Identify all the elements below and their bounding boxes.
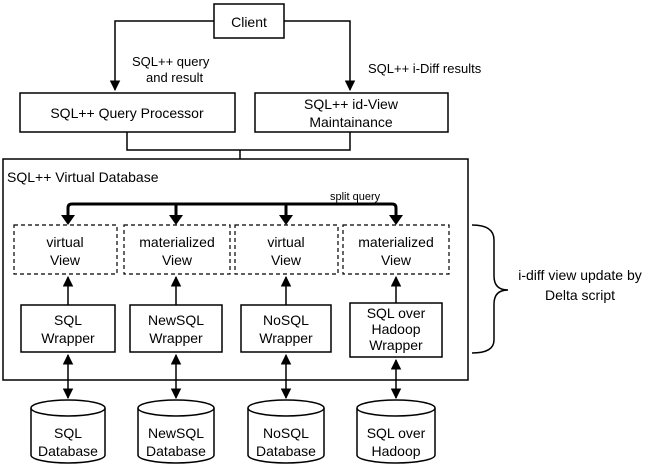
database-2-line-1: NewSQL <box>148 425 204 441</box>
database-4-line-1: SQL over <box>367 425 426 441</box>
brace-label-line-1: i-diff view update by <box>518 267 641 283</box>
split-arrowhead-4 <box>389 215 403 225</box>
processor-merge-line <box>126 132 351 151</box>
virtual-database-label: SQL++ Virtual Database <box>7 169 159 185</box>
view-1-line-1: virtual <box>46 234 83 250</box>
wrapper-4-line-3: Wrapper <box>369 337 423 353</box>
wrapper-box-1 <box>20 304 116 353</box>
query-processor-label: SQL++ Query Processor <box>50 105 204 121</box>
edge-label-idiff: SQL++ i-Diff results <box>368 61 482 76</box>
idview-label-1: SQL++ id-View <box>304 96 399 112</box>
wrapper-4-line-1: SQL over <box>367 305 426 321</box>
idview-label-2: Maintainance <box>309 114 392 130</box>
split-arrowhead-2 <box>169 215 183 225</box>
view-box-2 <box>123 224 231 275</box>
split-query-bar <box>66 202 398 218</box>
split-query-label: split query <box>330 191 381 203</box>
wrapper-2-line-1: NewSQL <box>148 312 204 328</box>
wrapper-3-line-1: NoSQL <box>263 312 309 328</box>
client-to-idview-arrow <box>284 20 356 92</box>
database-cylinder-3 <box>247 399 325 464</box>
view-box-1 <box>13 224 118 275</box>
edge-label-query-1: SQL++ query <box>132 54 210 69</box>
view-4-line-2: View <box>381 252 412 268</box>
delta-script-brace <box>471 224 509 354</box>
wrapper-3-line-2: Wrapper <box>259 330 313 346</box>
view-1-line-2: View <box>50 252 81 268</box>
database-3-line-1: NoSQL <box>263 425 309 441</box>
view-4-line-1: materialized <box>358 234 433 250</box>
wrapper-box-3 <box>240 304 332 353</box>
wrapper-box-2 <box>129 304 223 353</box>
wrapper-2-line-2: Wrapper <box>149 330 203 346</box>
wrapper-1-line-1: SQL <box>54 312 82 328</box>
database-4-line-2: Hadoop <box>371 443 420 459</box>
view-3-line-2: View <box>271 252 302 268</box>
database-cylinder-1 <box>30 399 106 464</box>
edge-label-query-2: and result <box>146 70 203 85</box>
wrapper-1-line-2: Wrapper <box>41 330 95 346</box>
database-3-line-2: Database <box>256 443 316 459</box>
view-2-line-1: materialized <box>139 234 214 250</box>
database-cylinder-4 <box>356 399 436 464</box>
client-label: Client <box>231 14 267 30</box>
view-2-line-2: View <box>162 252 193 268</box>
idview-maintenance-box <box>254 92 449 133</box>
split-arrowhead-1 <box>61 215 75 225</box>
database-2-line-2: Database <box>146 443 206 459</box>
client-to-processor-arrow <box>109 20 214 92</box>
view-3-line-1: virtual <box>267 234 304 250</box>
wrapper-4-line-2: Hadoop <box>371 321 420 337</box>
query-processor-box <box>19 92 236 133</box>
database-1-line-2: Database <box>38 443 98 459</box>
database-cylinder-2 <box>137 399 215 464</box>
brace-label-line-2: Delta script <box>545 287 615 303</box>
database-1-line-1: SQL <box>54 425 82 441</box>
wrapper-box-4 <box>349 302 443 358</box>
view-box-3 <box>234 224 339 275</box>
view-box-4 <box>342 224 450 275</box>
split-arrowhead-3 <box>279 215 293 225</box>
